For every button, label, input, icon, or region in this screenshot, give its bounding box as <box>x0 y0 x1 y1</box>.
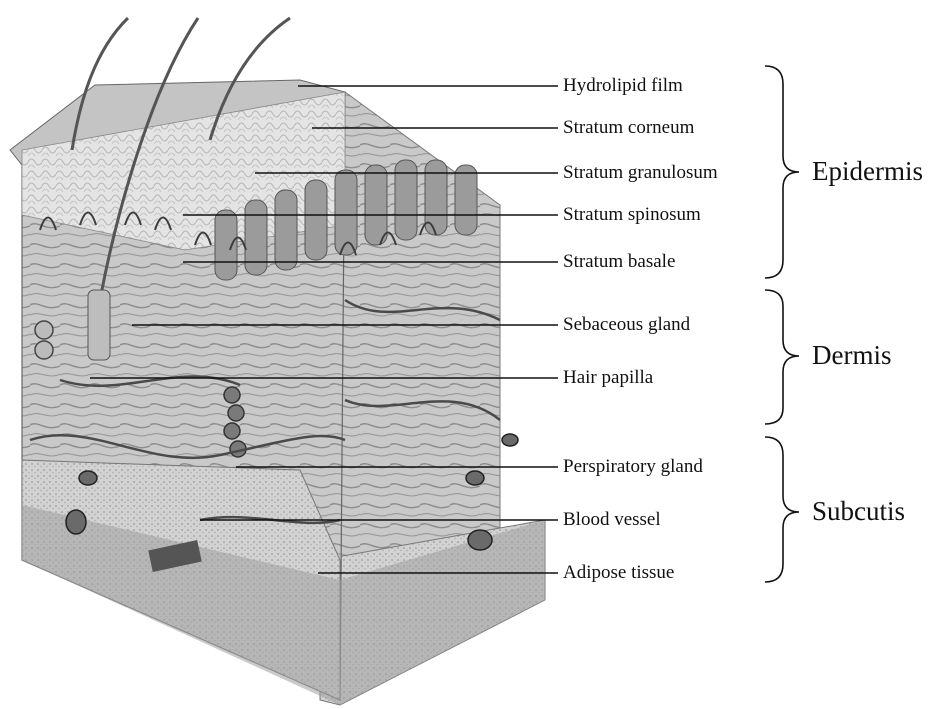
label-sebaceous-gland: Sebaceous gland <box>563 314 690 336</box>
brace-epidermis <box>765 66 799 278</box>
group-label-subcutis: Subcutis <box>812 496 905 526</box>
label-stratum-spinosum: Stratum spinosum <box>563 204 701 226</box>
label-hair-papilla: Hair papilla <box>563 367 653 389</box>
label-stratum-basale: Stratum basale <box>563 251 675 273</box>
label-adipose-tissue: Adipose tissue <box>563 562 674 584</box>
label-stratum-granulosum: Stratum granulosum <box>563 162 718 184</box>
brace-dermis <box>765 290 799 424</box>
label-stratum-corneum: Stratum corneum <box>563 117 694 139</box>
skin-block-illustration <box>10 18 545 705</box>
hair-follicle <box>88 290 110 360</box>
group-label-dermis: Dermis <box>812 340 891 370</box>
group-label-epidermis: Epidermis <box>812 156 923 186</box>
label-perspiratory-gland: Perspiratory gland <box>563 456 703 478</box>
braces <box>765 66 799 582</box>
brace-subcutis <box>765 437 799 582</box>
label-hydrolipid-film: Hydrolipid film <box>563 75 683 97</box>
label-blood-vessel: Blood vessel <box>563 509 661 531</box>
